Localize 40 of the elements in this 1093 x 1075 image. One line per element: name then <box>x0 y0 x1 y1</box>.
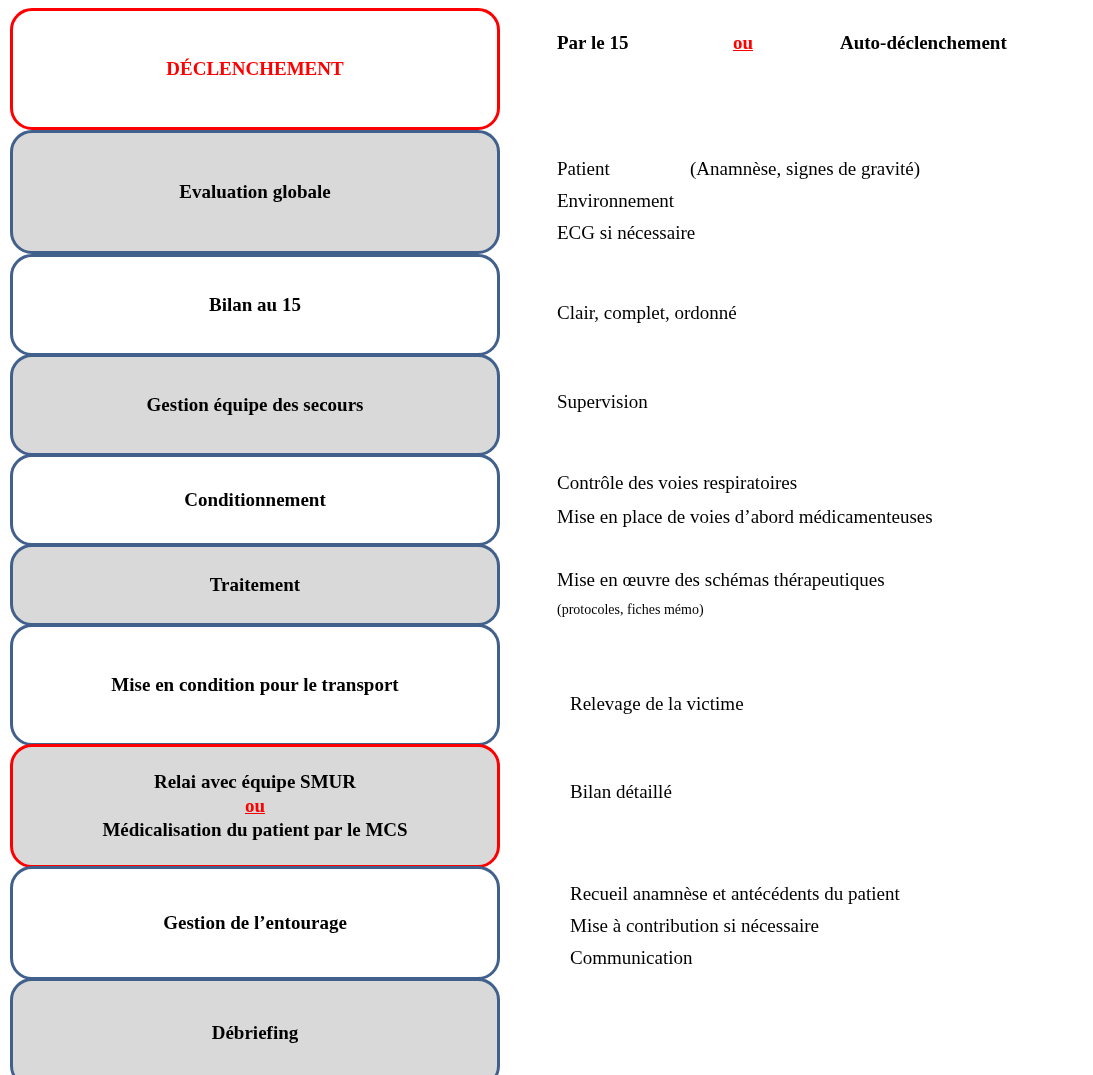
step-box <box>10 8 500 130</box>
note-text: Relevage de la victime <box>570 692 744 716</box>
note-text: Mise à contribution si nécessaire <box>570 914 820 938</box>
step-title: DÉCLENCHEMENT <box>166 57 344 81</box>
note-text: Contrôle des voies respiratoires <box>557 471 798 495</box>
note-text: Environnement <box>557 189 675 213</box>
step-box <box>10 866 500 980</box>
note-text: ECG si nécessaire <box>557 221 696 245</box>
step-box <box>10 130 500 254</box>
step-title: Médicalisation du patient par le MCS <box>102 818 408 842</box>
step-box <box>10 544 500 626</box>
note-text: Mise en œuvre des schémas thérapeutiques <box>557 568 885 592</box>
step-title: Débriefing <box>211 1021 299 1045</box>
step-box <box>10 354 500 456</box>
note-text: Communication <box>570 946 693 970</box>
note-text: Mise en place de voies d’abord médicamenteuses <box>557 505 933 529</box>
note-text: Bilan détaillé <box>570 780 672 804</box>
note-text: (protocoles, fiches mémo) <box>557 601 704 619</box>
note-text: (Anamnèse, signes de gravité) <box>690 157 921 181</box>
step-title: Traitement <box>209 573 301 597</box>
step-box <box>10 454 500 546</box>
note-text: Auto-déclenchement <box>840 31 1007 55</box>
note-text: Clair, complet, ordonné <box>557 301 737 325</box>
step-box <box>10 978 500 1075</box>
step-box <box>10 744 500 868</box>
or-word: ou <box>733 31 754 55</box>
or-word: ou <box>244 794 266 818</box>
note-text: Supervision <box>557 390 648 414</box>
note-text: Patient <box>557 157 610 181</box>
step-title: Evaluation globale <box>179 180 331 204</box>
step-title: Bilan au 15 <box>209 293 301 317</box>
step-title: Mise en condition pour le transport <box>111 673 399 697</box>
step-title: Conditionnement <box>184 488 326 512</box>
note-text: Par le 15 <box>557 31 629 55</box>
note-text: Recueil anamnèse et antécédents du patient <box>570 882 900 906</box>
step-title: Gestion de l’entourage <box>163 911 347 935</box>
step-box <box>10 254 500 356</box>
step-title: Gestion équipe des secours <box>146 393 364 417</box>
step-title: Relai avec équipe SMUR <box>153 770 357 794</box>
step-box <box>10 624 500 746</box>
